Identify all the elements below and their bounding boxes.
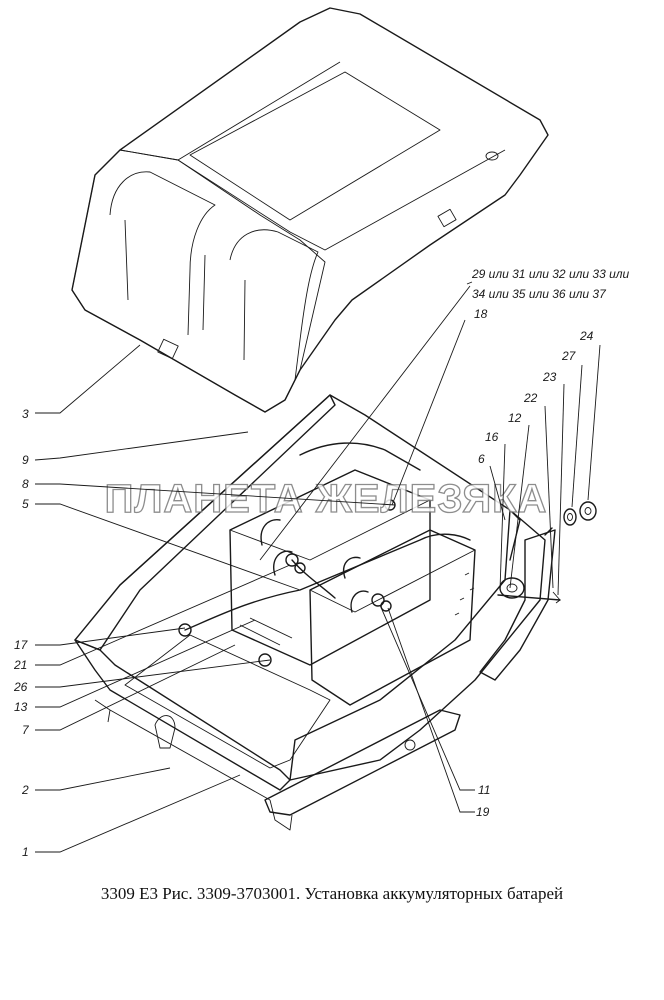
callout-29: 29 или 31 или 32 или 33 или bbox=[471, 267, 630, 281]
callout-21: 21 bbox=[13, 658, 27, 672]
battery-box-cover bbox=[71, 7, 549, 413]
box-front-wall bbox=[74, 639, 291, 791]
battery-left-handle bbox=[260, 519, 293, 576]
cover-vent bbox=[485, 151, 499, 161]
callout-labels: 29 или 31 или 32 или 33 или 34 или 35 ил… bbox=[13, 267, 630, 859]
callout-34: 34 или 35 или 36 или 37 bbox=[472, 287, 607, 301]
cable-link bbox=[291, 559, 336, 599]
terminal-clamp-2 bbox=[294, 562, 306, 574]
box-bracket-rail bbox=[264, 709, 461, 816]
box-base-flange bbox=[94, 699, 293, 831]
nut bbox=[579, 501, 597, 521]
callout-3: 3 bbox=[22, 407, 29, 421]
flange-bushing bbox=[499, 577, 525, 599]
callout-7: 7 bbox=[22, 723, 30, 737]
washer-hole bbox=[567, 513, 573, 521]
box-rear-vent-holes bbox=[454, 572, 475, 616]
split-pin bbox=[552, 591, 561, 604]
cover-latch-side bbox=[437, 208, 457, 228]
callout-1: 1 bbox=[22, 845, 29, 859]
box-floor-mat bbox=[124, 634, 331, 769]
terminal-clamp-3 bbox=[371, 593, 385, 607]
figure-caption: 3309 Е3 Рис. 3309-3703001. Установка акк… bbox=[100, 884, 564, 903]
callout-6: 6 bbox=[478, 452, 485, 466]
box-bracket-right bbox=[479, 529, 556, 681]
leader-lines bbox=[34, 281, 601, 853]
callout-9: 9 bbox=[22, 453, 29, 467]
terminal-stud bbox=[497, 594, 561, 601]
callout-17: 17 bbox=[14, 638, 29, 652]
hold-down-bar bbox=[239, 617, 293, 646]
exploded-hardware bbox=[497, 501, 597, 604]
callout-18: 18 bbox=[474, 307, 488, 321]
cable-main bbox=[184, 533, 471, 631]
cover-top-rim bbox=[119, 61, 506, 251]
cover-rib-right bbox=[229, 229, 319, 381]
box-latch bbox=[154, 715, 176, 749]
cover-rib-left bbox=[109, 171, 216, 336]
callout-8: 8 bbox=[22, 477, 29, 491]
terminal-clamp-4 bbox=[380, 600, 392, 612]
watermark-text: ПЛАНЕТА ЖЕЛЕЗЯКА bbox=[105, 477, 548, 521]
battery-right-body bbox=[309, 529, 476, 706]
callout-11: 11 bbox=[478, 783, 490, 797]
cover-rib-inner bbox=[124, 219, 246, 361]
callout-26: 26 bbox=[13, 680, 28, 694]
cover-top-recess bbox=[189, 71, 441, 221]
terminal-clamp-6 bbox=[258, 653, 272, 667]
callout-23: 23 bbox=[542, 370, 557, 384]
callout-13: 13 bbox=[14, 700, 28, 714]
flange-bushing-inner bbox=[506, 583, 518, 593]
washer bbox=[563, 508, 577, 526]
mount-bolt-hole bbox=[404, 739, 416, 751]
cover-bottom-lip bbox=[71, 289, 266, 413]
callout-22: 22 bbox=[523, 391, 538, 405]
nut-hole bbox=[584, 507, 592, 515]
battery-right bbox=[309, 529, 476, 706]
callout-2: 2 bbox=[21, 783, 29, 797]
cable-rear bbox=[299, 442, 421, 471]
battery-box-assembly bbox=[74, 394, 556, 831]
terminal-clamp-1 bbox=[285, 553, 299, 567]
cover-latch-front bbox=[157, 338, 179, 360]
cover-front-face bbox=[71, 149, 326, 413]
battery-right-top bbox=[309, 529, 476, 613]
box-right-side bbox=[289, 509, 546, 781]
callout-24: 24 bbox=[579, 329, 594, 343]
terminal-clamp-5 bbox=[178, 623, 192, 637]
callout-12: 12 bbox=[508, 411, 522, 425]
callout-19: 19 bbox=[476, 805, 490, 819]
callout-27: 27 bbox=[561, 349, 577, 363]
callout-5: 5 bbox=[22, 497, 29, 511]
box-left-wall bbox=[74, 394, 336, 651]
callout-16: 16 bbox=[485, 430, 499, 444]
cover-outline bbox=[71, 7, 549, 413]
battery-right-handle bbox=[343, 556, 369, 613]
